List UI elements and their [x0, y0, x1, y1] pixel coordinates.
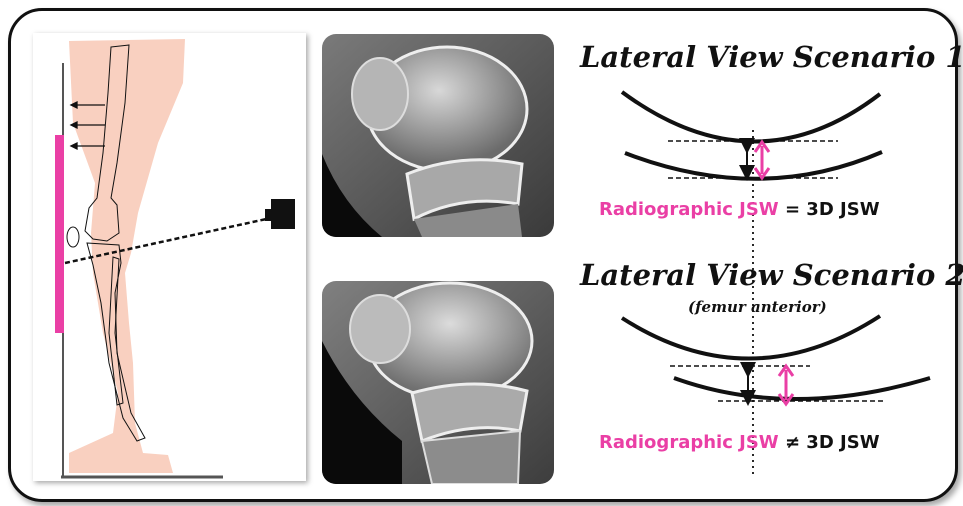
scenario-1-joint: [622, 92, 882, 179]
scenario-2-title: Lateral View Scenario 2: [580, 258, 963, 292]
scenario-2-equation: Radiographic JSW ≠ 3D JSW: [599, 432, 880, 453]
scenario-1-title: Lateral View Scenario 1: [580, 40, 963, 74]
equation-rhs-2: ≠ 3D JSW: [785, 432, 880, 453]
femur-curve-2: [622, 316, 880, 359]
scenario-2-joint: [622, 316, 930, 404]
radiographic-jsw-label-2: Radiographic JSW: [599, 432, 779, 453]
femur-curve-1: [622, 92, 880, 142]
radiographic-jsw-label-1: Radiographic JSW: [599, 199, 779, 220]
tibia-curve-2: [674, 378, 930, 399]
scenario-1-equation: Radiographic JSW = 3D JSW: [599, 199, 880, 220]
scenario-2-subtitle: (femur anterior): [688, 298, 827, 316]
tibia-curve-1: [625, 152, 882, 179]
equation-rhs-1: = 3D JSW: [785, 199, 880, 220]
